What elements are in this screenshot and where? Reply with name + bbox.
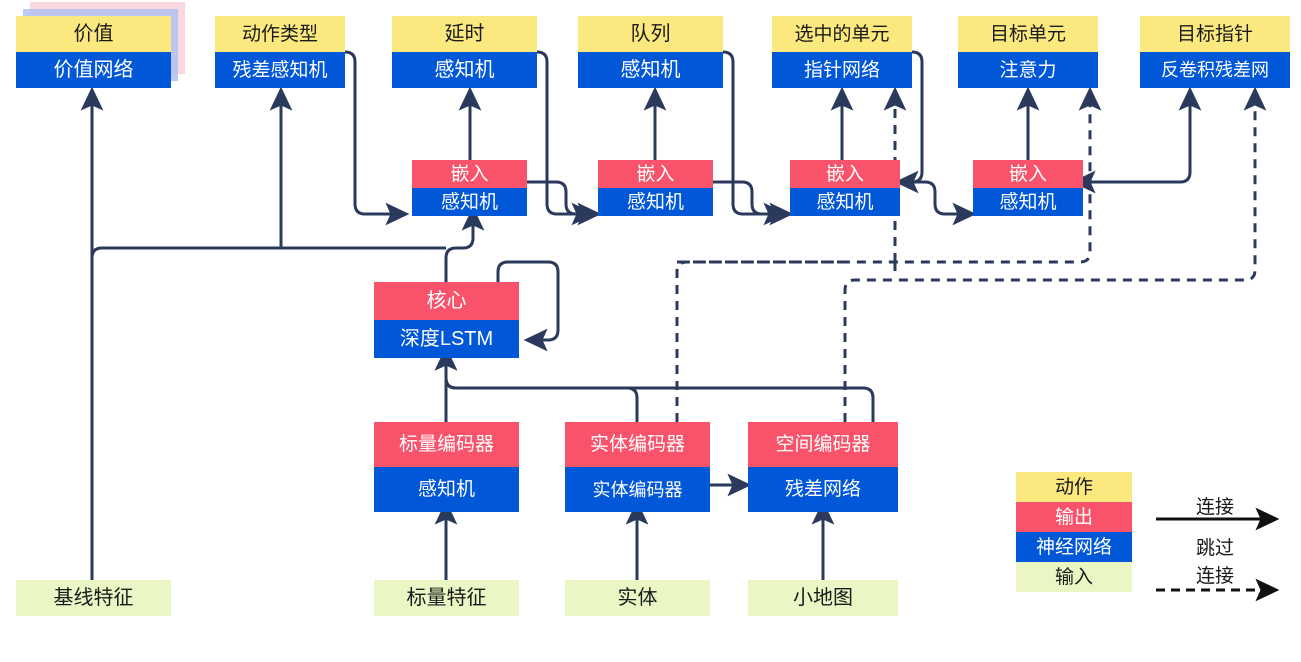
node-embed-3-output-label: 嵌入	[790, 160, 900, 188]
node-queue-action-label: 队列	[578, 16, 723, 52]
node-target-point-action-label: 目标指针	[1140, 16, 1290, 52]
node-spatial-encoder[interactable]: 空间编码器 残差网络	[748, 422, 898, 512]
legend-skip-label-top: 跳过	[1196, 538, 1235, 559]
node-target-unit-action-label: 目标单元	[958, 16, 1098, 52]
node-delay-action-label: 延时	[392, 16, 537, 52]
node-spatial-encoder-output-label: 空间编码器	[748, 422, 898, 467]
node-entity-encoder-output-label: 实体编码器	[565, 422, 710, 467]
node-selected-units[interactable]: 选中的单元 指针网络	[772, 16, 912, 88]
node-value-action-label: 价值	[16, 16, 171, 52]
legend-skip-label-bottom: 连接	[1196, 566, 1235, 587]
wire-selected-units-to-embed3	[894, 50, 924, 194]
wire-entity-encoder-to-core	[434, 346, 639, 422]
node-embed-2-network-label: 感知机	[598, 188, 713, 216]
wire-core-recurrent-loop	[496, 260, 560, 352]
skip-spatial-encoder-to-target-point	[843, 86, 1267, 422]
node-target-unit[interactable]: 目标单元 注意力	[958, 16, 1098, 88]
node-action-type-network-label: 残差感知机	[215, 52, 345, 88]
node-target-unit-network-label: 注意力	[958, 52, 1098, 88]
node-queue[interactable]: 队列 感知机	[578, 16, 723, 88]
legend-swatch-input: 输入	[1016, 562, 1132, 592]
node-embed-1-network-label: 感知机	[412, 188, 527, 216]
node-embed-4[interactable]: 嵌入 感知机	[973, 160, 1083, 216]
wire-embed1-to-embed2	[527, 180, 602, 226]
node-target-point[interactable]: 目标指针 反卷积残差网	[1140, 16, 1290, 88]
node-spatial-encoder-network-label: 残差网络	[748, 467, 898, 512]
legend-connection-label: 连接	[1196, 497, 1235, 518]
node-delay-network-label: 感知机	[392, 52, 537, 88]
wire-core-to-embed1	[444, 206, 485, 282]
legend-swatch-network: 神经网络	[1016, 532, 1132, 562]
node-selected-units-network-label: 指针网络	[772, 52, 912, 88]
node-core-output-label: 核心	[374, 282, 519, 320]
node-action-type-action-label: 动作类型	[215, 16, 345, 52]
wire-embed2-to-embed3	[713, 180, 794, 226]
node-queue-network-label: 感知机	[578, 52, 723, 88]
wire-embed4-to-target-point	[1083, 86, 1202, 184]
node-embed-4-output-label: 嵌入	[973, 160, 1083, 188]
node-selected-units-action-label: 选中的单元	[772, 16, 912, 52]
node-embed-2[interactable]: 嵌入 感知机	[598, 160, 713, 216]
node-target-point-network-label: 反卷积残差网	[1140, 52, 1290, 88]
node-entities[interactable]: 实体	[565, 580, 710, 616]
wire-queue-to-embed3	[722, 50, 788, 226]
node-embed-1[interactable]: 嵌入 感知机	[412, 160, 527, 216]
wire-action-type-to-embed1	[344, 50, 410, 226]
node-value-network-label: 价值网络	[16, 52, 171, 88]
node-baseline-features[interactable]: 基线特征	[16, 580, 171, 616]
legend-edge-samples	[1156, 507, 1280, 602]
node-embed-1-output-label: 嵌入	[412, 160, 527, 188]
node-value[interactable]: 价值 价值网络	[16, 16, 171, 88]
node-minimap[interactable]: 小地图	[748, 580, 898, 616]
wire-delay-to-embed2	[536, 50, 596, 226]
node-delay[interactable]: 延时 感知机	[392, 16, 537, 88]
node-core[interactable]: 核心 深度LSTM	[374, 282, 519, 358]
node-entity-encoder[interactable]: 实体编码器 实体编码器	[565, 422, 710, 512]
node-scalar-encoder-network-label: 感知机	[374, 467, 519, 512]
legend-swatch-output: 输出	[1016, 502, 1132, 532]
node-embed-3[interactable]: 嵌入 感知机	[790, 160, 900, 216]
node-embed-4-network-label: 感知机	[973, 188, 1083, 216]
legend-swatches: 动作 输出 神经网络 输入	[1016, 472, 1132, 592]
node-scalar-encoder-output-label: 标量编码器	[374, 422, 519, 467]
node-entity-encoder-network-label: 实体编码器	[565, 467, 710, 512]
legend-swatch-action: 动作	[1016, 472, 1132, 502]
node-scalar-features[interactable]: 标量特征	[374, 580, 519, 616]
wire-embed3-to-embed4	[900, 180, 977, 226]
node-embed-3-network-label: 感知机	[790, 188, 900, 216]
node-embed-2-output-label: 嵌入	[598, 160, 713, 188]
node-action-type[interactable]: 动作类型 残差感知机	[215, 16, 345, 88]
node-scalar-encoder[interactable]: 标量编码器 感知机	[374, 422, 519, 512]
wire-spatial-encoder-to-core	[444, 358, 875, 422]
node-core-network-label: 深度LSTM	[374, 320, 519, 358]
